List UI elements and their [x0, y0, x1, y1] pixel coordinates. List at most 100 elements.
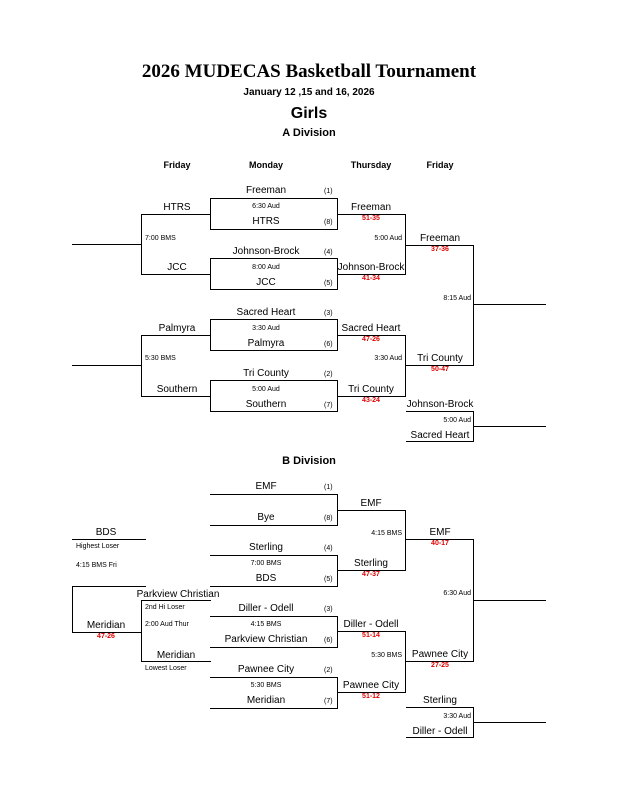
bracket-line: [210, 411, 338, 412]
game-time: 3:30 Aud: [374, 355, 402, 362]
team-name: Diller - Odell: [238, 603, 294, 614]
seed-label: (6): [324, 341, 333, 348]
team-name: Sterling: [354, 558, 388, 569]
team-name: EMF: [360, 498, 382, 509]
seed-label: (2): [324, 667, 333, 674]
seed-label: (4): [324, 249, 333, 256]
seed-label: (2): [324, 371, 333, 378]
team-name: Tri County: [243, 368, 289, 379]
bracket-line: [337, 494, 338, 526]
bracket-subtitle: Girls: [290, 105, 328, 122]
team-name: Palmyra: [247, 338, 285, 349]
game-score: 50-47: [431, 366, 449, 373]
bracket-line: [473, 707, 474, 738]
game-time: 3:30 Aud: [252, 325, 280, 332]
game-time: 7:00 BMS: [250, 560, 282, 567]
seed-label: (8): [324, 219, 333, 226]
team-name: Sacred Heart: [410, 430, 470, 441]
game-score: 51-14: [362, 632, 380, 639]
bracket-line: [141, 600, 211, 601]
team-name: Parkview Christian: [136, 589, 220, 600]
game-score: 51-35: [362, 215, 380, 222]
bracket-line: [337, 555, 338, 587]
tournament-dates: January 12 ,15 and 16, 2026: [243, 87, 375, 98]
team-name: Parkview Christian: [224, 634, 308, 645]
team-name: Bye: [257, 512, 275, 523]
team-name: Sterling: [249, 542, 283, 553]
bracket-line: [405, 214, 406, 275]
page-title: 2026 MUDECAS Basketball Tournament: [141, 61, 477, 82]
game-time: 6:30 Aud: [443, 590, 471, 597]
bracket-line: [210, 708, 338, 709]
bracket-line: [338, 510, 406, 511]
game-time: 5:00 Aud: [252, 386, 280, 393]
game-time: 8:15 Aud: [443, 295, 471, 302]
bracket-line: [338, 631, 406, 632]
bracket-line: [210, 647, 338, 648]
seed-label: (5): [324, 576, 333, 583]
team-name: Meridian: [156, 650, 196, 661]
bracket-line: [474, 600, 546, 601]
game-time: 4:15 BMS Fri: [76, 562, 117, 569]
bracket-line: [210, 525, 338, 526]
bracket-line: [337, 380, 338, 412]
bracket-line: [72, 586, 73, 632]
bracket-line: [405, 335, 406, 397]
team-name: Palmyra: [158, 323, 196, 334]
team-name: HTRS: [252, 216, 280, 227]
bracket-line: [72, 365, 142, 366]
bracket-line: [210, 380, 338, 381]
bracket-line: [141, 335, 142, 397]
bracket-line: [338, 692, 406, 693]
team-name: Tri County: [348, 384, 394, 395]
bracket-line: [406, 245, 474, 246]
team-name: Freeman: [245, 185, 287, 196]
team-name: Freeman: [419, 233, 461, 244]
bracket-line: [72, 244, 142, 245]
team-name: Johnson-Brock: [337, 262, 405, 273]
bracket-line: [338, 335, 406, 336]
bracket-line: [337, 616, 338, 648]
team-name: Meridian: [86, 620, 126, 631]
game-time: 8:00 Aud: [252, 264, 280, 271]
team-name: Sacred Heart: [341, 323, 401, 334]
team-name: Southern: [156, 384, 198, 395]
game-score: 40-17: [431, 540, 449, 547]
game-score: 47-26: [97, 633, 115, 640]
team-name: Sterling: [423, 695, 457, 706]
game-score: 51-12: [362, 693, 380, 700]
loser-note: 2nd Hi Loser: [145, 604, 185, 611]
seed-label: (3): [324, 606, 333, 613]
bracket-line: [210, 677, 338, 678]
team-name: JCC: [167, 262, 187, 273]
seed-label: (5): [324, 280, 333, 287]
team-name: BDS: [255, 573, 277, 584]
game-time: 5:30 BMS: [250, 682, 282, 689]
bracket-line: [210, 586, 338, 587]
game-time: 5:00 Aud: [374, 235, 402, 242]
game-score: 43-24: [362, 397, 380, 404]
team-name: Meridian: [246, 695, 286, 706]
bracket-line: [141, 396, 211, 397]
bracket-line: [405, 510, 406, 571]
bracket-line: [405, 631, 406, 693]
bracket-line: [210, 319, 338, 320]
bracket-line: [406, 365, 474, 366]
bracket-line: [337, 198, 338, 230]
game-time: 5:00 Aud: [443, 417, 471, 424]
game-time: 3:30 Aud: [443, 713, 471, 720]
bracket-line: [473, 539, 474, 662]
bracket-line: [474, 304, 546, 305]
game-score: 41-34: [362, 275, 380, 282]
bracket-line: [473, 411, 474, 442]
game-time: 6:30 Aud: [252, 203, 280, 210]
bracket-line: [337, 677, 338, 709]
b-division-title: B Division: [282, 455, 336, 467]
team-name: HTRS: [163, 202, 191, 213]
game-score: 37-36: [431, 246, 449, 253]
bracket-line: [141, 214, 211, 215]
bracket-line: [406, 737, 474, 738]
bracket-line: [210, 229, 338, 230]
bracket-line: [338, 570, 406, 571]
bracket-line: [406, 707, 474, 708]
